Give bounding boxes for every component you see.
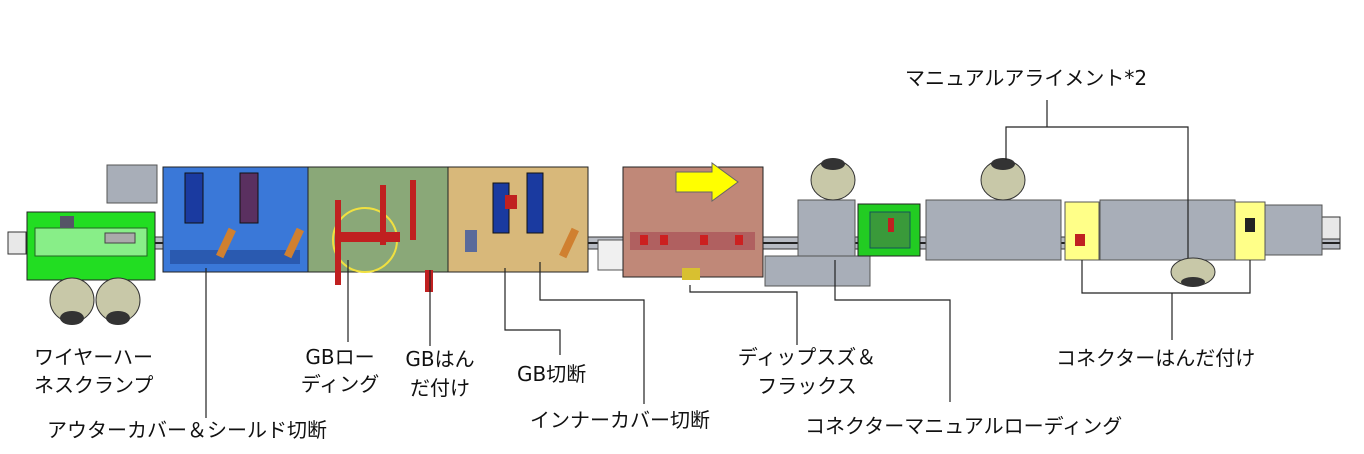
label-dip-flux-1: ディップスズ＆ [737, 345, 877, 369]
label-connector-manual-loading: コネクターマニュアルローディング [805, 414, 1123, 438]
label-outer-cover-shield-cut: アウターカバー＆シールド切断 [47, 418, 327, 442]
flux-tray [764, 255, 871, 287]
flow-direction-arrow [675, 162, 739, 202]
connector-soldering-unit-1 [1064, 201, 1100, 261]
leader-lines [205, 100, 1251, 418]
label-wire-harness-clamp-2: ネスクランプ [34, 373, 154, 397]
label-inner-cover-cut: インナーカバー切断 [530, 408, 710, 432]
label-manual-alignment: マニュアルアライメント*2 [905, 66, 1148, 90]
manual-alignment-unit-1 [925, 199, 1062, 261]
label-dip-flux-2: フラックス [757, 374, 857, 398]
right-end-block [1321, 216, 1341, 240]
dip-flux-unit [797, 199, 856, 261]
label-gb-loading-2: ディング [300, 372, 380, 396]
label-gb-soldering-2: だ付け [410, 376, 470, 400]
label-wire-harness-clamp-1: ワイヤーハー [34, 345, 153, 369]
operator-icon [49, 159, 1216, 323]
label-connector-soldering: コネクターはんだ付け [1056, 346, 1256, 370]
gb-loading-station [307, 166, 449, 273]
connector-block [597, 239, 625, 271]
label-gb-soldering-1: GBはん [405, 347, 475, 371]
label-gb-loading-1: GBロー [305, 345, 375, 369]
final-gray-block [1264, 204, 1323, 256]
gray-cabinet [106, 164, 158, 204]
manual-alignment-unit-2 [1099, 199, 1236, 261]
label-gb-cut: GB切断 [517, 362, 587, 386]
left-end-block [7, 231, 27, 255]
